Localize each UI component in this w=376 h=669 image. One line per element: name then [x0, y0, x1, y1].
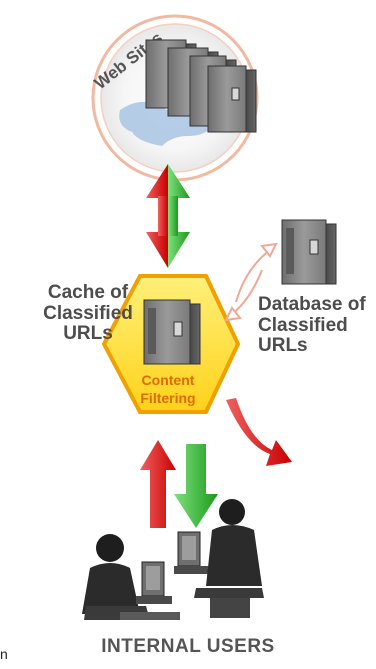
cache-label-line-1: Cache of	[47, 282, 129, 303]
cache-label-line-3: URLs	[63, 323, 113, 345]
database-label: Database of Classified URLs	[258, 294, 376, 357]
cache-label: Cache of Classified URLs	[18, 282, 158, 345]
cache-server	[143, 299, 201, 365]
database-label-line-2: Classified	[258, 314, 348, 336]
corner-mark: n	[0, 646, 8, 662]
user-left	[82, 534, 150, 620]
database-label-line-1: Database of	[258, 294, 366, 315]
upper-bidirectional-arrow	[146, 164, 190, 268]
content-filtering-line-2: Filtering	[140, 389, 196, 406]
lower-arrows	[140, 440, 218, 528]
database-label-line-3: URLs	[258, 335, 308, 357]
database-server	[281, 219, 337, 285]
database-exchange-arrows	[224, 242, 278, 322]
user-right	[194, 499, 264, 618]
web-server-cluster	[145, 39, 257, 133]
monitor-left	[120, 561, 180, 620]
internal-users-label: INTERNAL USERS	[101, 636, 275, 657]
content-filtering-line-1: Content	[141, 372, 195, 388]
blocked-outgoing-arrow	[226, 398, 292, 466]
internal-users-illustration	[82, 499, 264, 620]
cache-label-line-2: Classified	[43, 302, 133, 324]
monitor-right	[174, 531, 208, 574]
content-filtering-label: Content Filtering	[120, 372, 216, 407]
